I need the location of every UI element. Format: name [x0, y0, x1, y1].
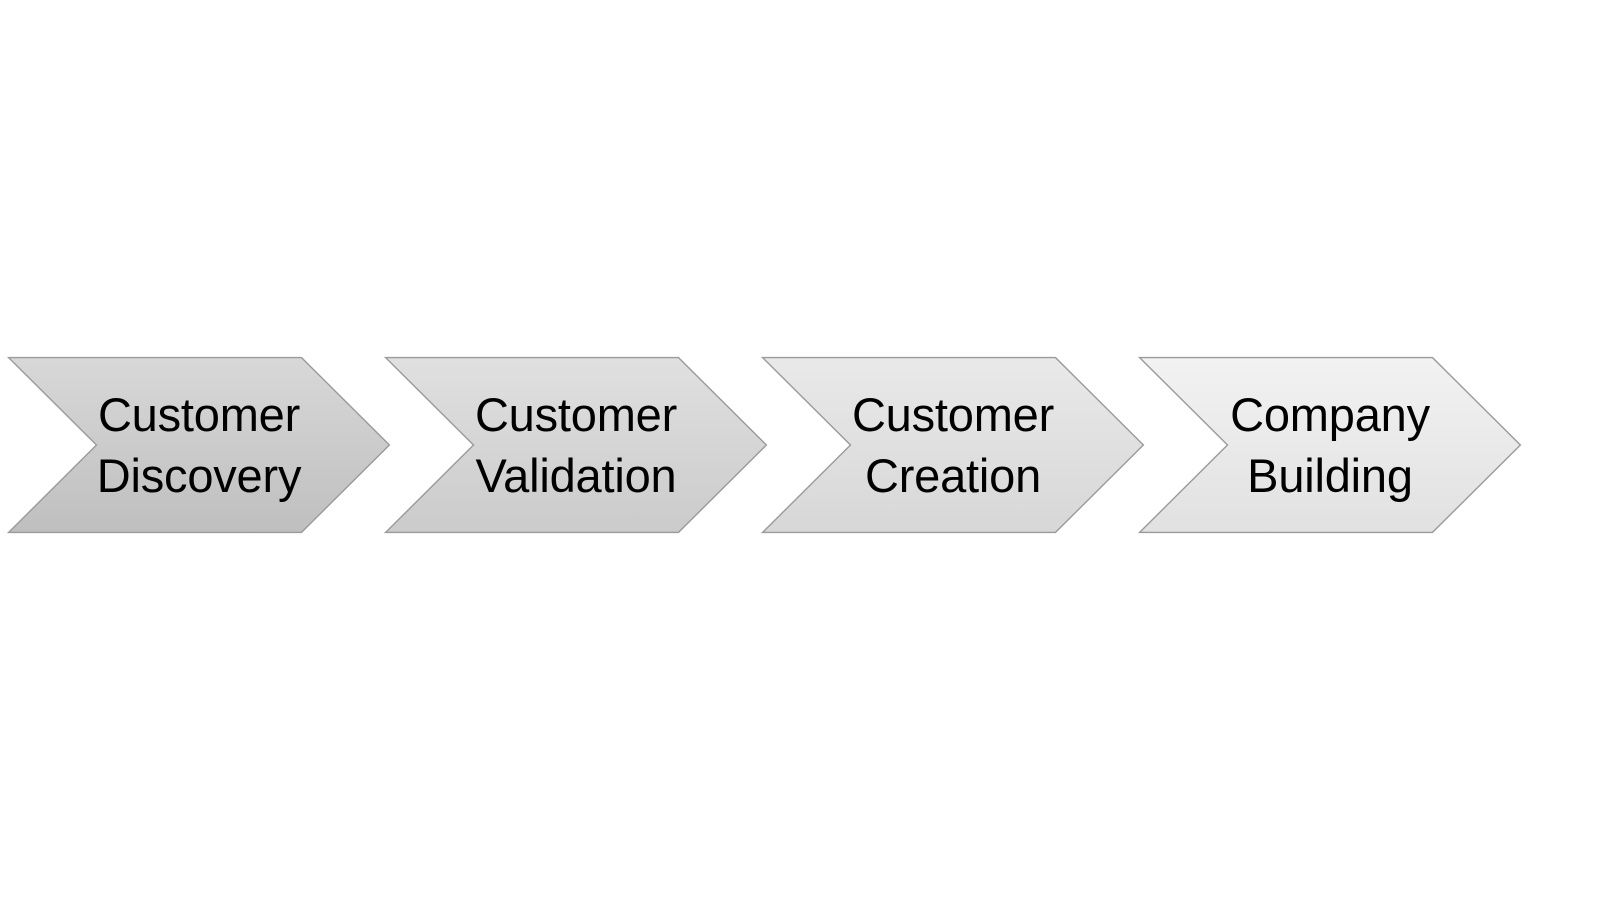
chevron-shape-customer-validation[interactable] [383, 356, 768, 534]
chevron-shape-customer-creation[interactable] [760, 356, 1145, 534]
chevron-shape-company-building[interactable] [1137, 356, 1522, 534]
chevron-shape-customer-discovery[interactable] [6, 356, 391, 534]
